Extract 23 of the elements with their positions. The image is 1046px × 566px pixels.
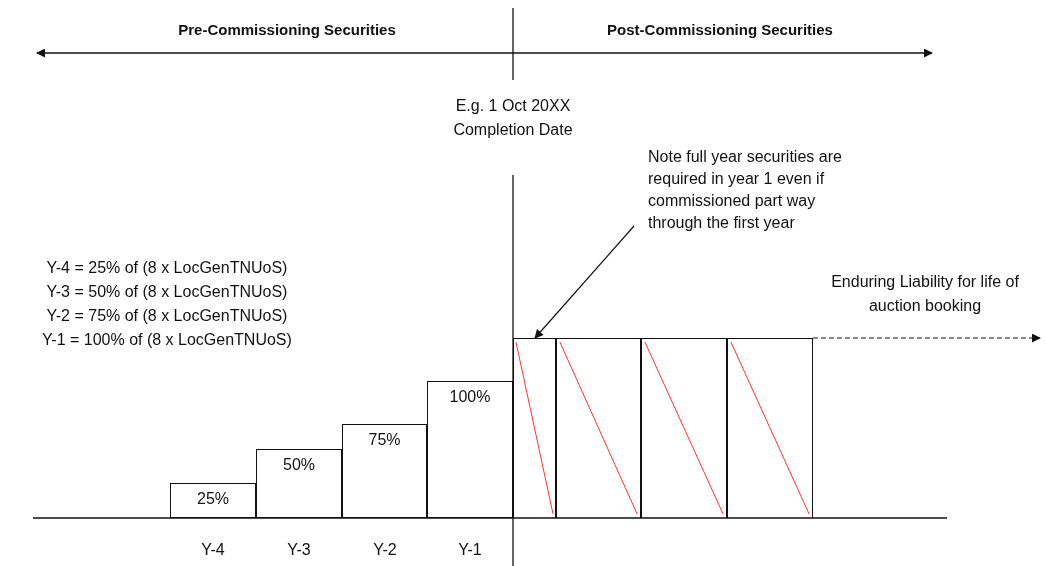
leader-arrow [534, 225, 635, 339]
formula-text: Y-3 = 50% of (8 x LocGenTNUoS) [46, 282, 288, 302]
securities-bar [427, 381, 513, 518]
completion-date-label: E.g. 1 Oct 20XX Completion Date [452, 96, 574, 140]
formula-text: Y-1 = 100% of (8 x LocGenTNUoS) [42, 330, 292, 350]
dashed-arrow [812, 333, 1041, 343]
section-heading: Post-Commissioning Securities [607, 20, 833, 40]
percent-label: 50% [283, 456, 315, 474]
note-text: Note full year securities are required in year 1 even if commissioned part way through the first year [648, 146, 860, 238]
percent-label: 75% [368, 431, 401, 449]
percent-label: 25% [197, 490, 229, 508]
year-label: Y-2 [373, 540, 397, 560]
year-label: Y-3 [287, 540, 311, 560]
securities-bar [170, 483, 256, 518]
formula-text: Y-2 = 75% of (8 x LocGenTNUoS) [46, 306, 288, 326]
year-label: Y-4 [201, 540, 225, 560]
year-label: Y-1 [458, 540, 482, 560]
formula-text: Y-4 = 25% of (8 x LocGenTNUoS) [46, 258, 288, 278]
percent-label: 100% [449, 388, 491, 406]
enduring-liability-note: Enduring Liability for life of auction booking [830, 272, 1020, 316]
securities-bar [256, 449, 342, 518]
securities-bar [342, 424, 427, 518]
section-heading: Pre-Commissioning Securities [178, 20, 396, 40]
